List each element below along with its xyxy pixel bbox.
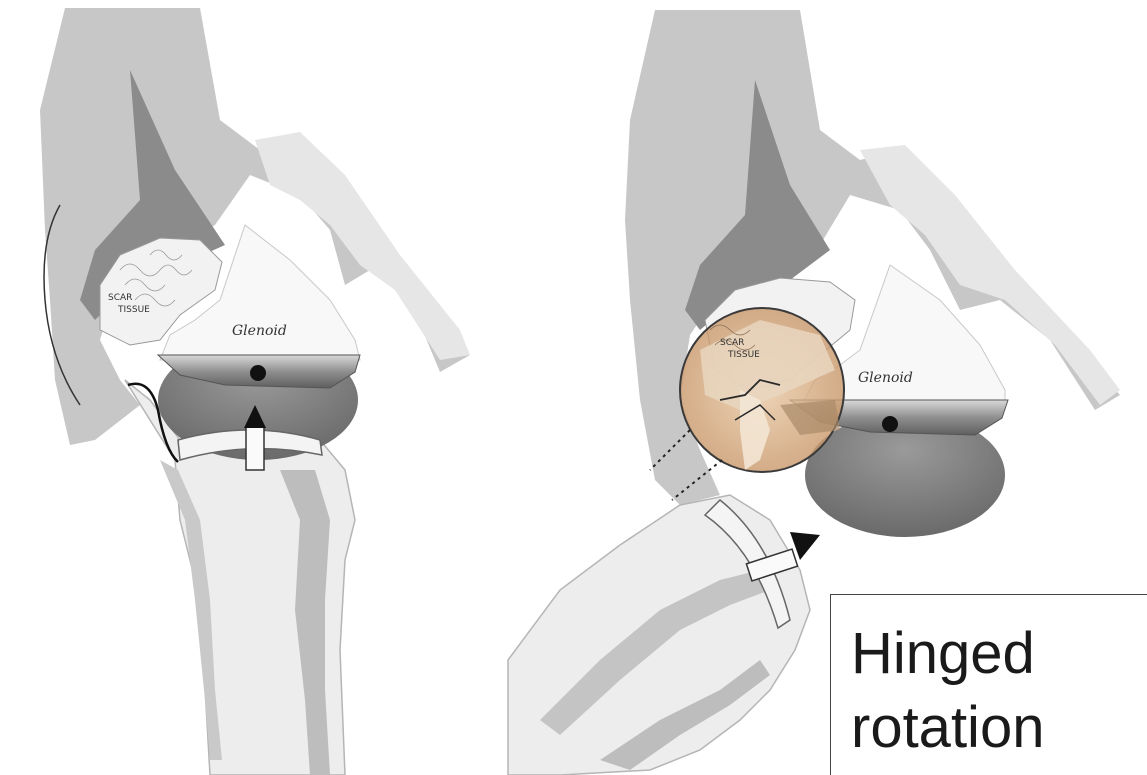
left-scar-label-2: TISSUE: [117, 305, 150, 315]
caption-line-1: Hinged: [851, 625, 1035, 683]
left-rotation-marker: [246, 426, 264, 470]
right-scar-label-2: TISSUE: [727, 350, 760, 360]
left-glenoid-label: Glenoid: [232, 323, 287, 339]
left-shoulder-illustration: Glenoid SCAR TISSUE: [40, 8, 470, 775]
right-band-screw: [882, 416, 898, 432]
left-band-screw: [250, 365, 266, 381]
caption-box: Hinged rotation: [830, 594, 1147, 775]
right-scar-label-1: SCAR: [720, 338, 744, 348]
caption-line-2: rotation: [851, 699, 1044, 757]
right-glenoid-label: Glenoid: [858, 370, 913, 386]
left-scar-label-1: SCAR: [108, 293, 132, 303]
